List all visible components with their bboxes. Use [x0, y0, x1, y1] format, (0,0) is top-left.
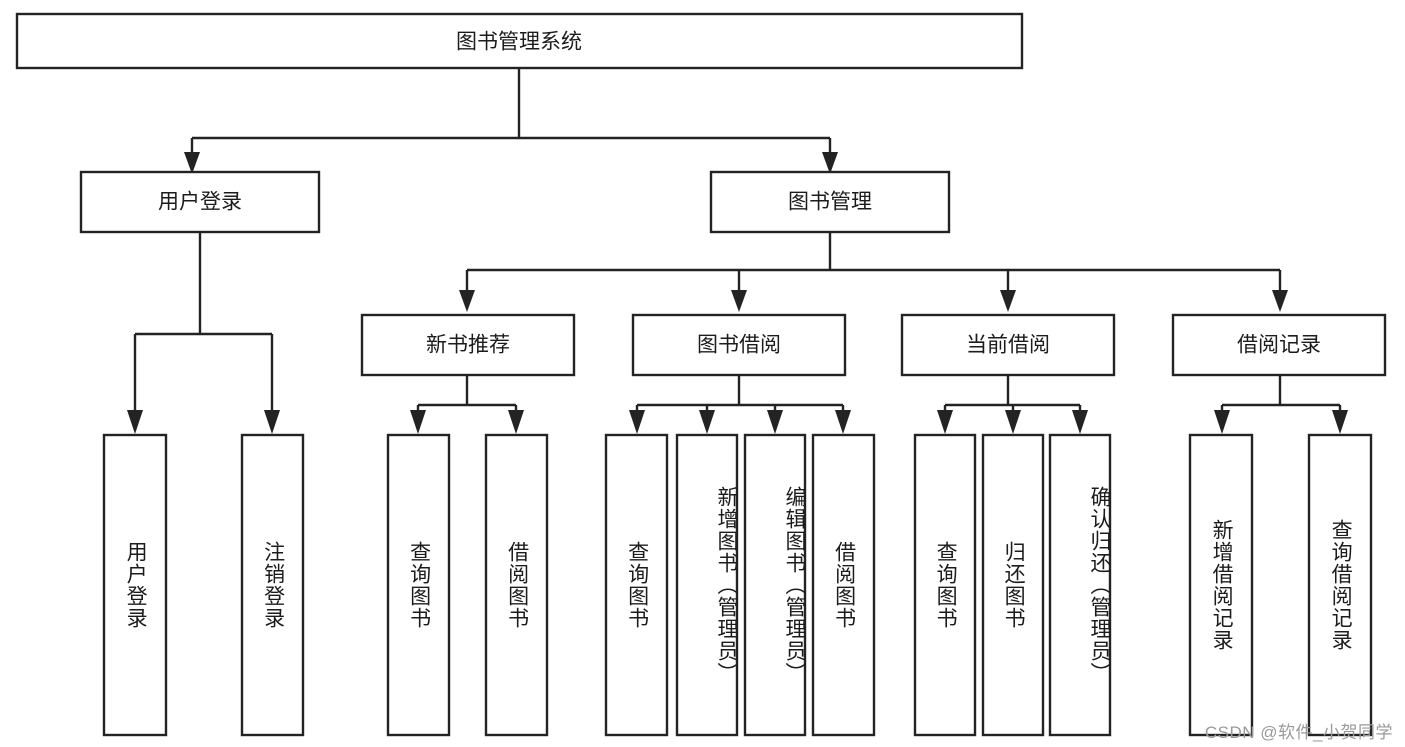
- connector-group-user-login-to-leaves: [127, 232, 280, 434]
- node-leaf-query-book-2[interactable]: [604, 433, 669, 737]
- node-borrow-record[interactable]: 借阅记录: [1171, 313, 1387, 377]
- connector-group-current-borrow-to-leaves: [937, 375, 1088, 434]
- arrow-head-icon: [127, 410, 143, 434]
- connector-group-new-book-rec-to-leaves: [410, 375, 524, 434]
- node-leaf-confirm-return[interactable]: [1048, 433, 1112, 737]
- connector-group-root-to-level2: [184, 68, 838, 174]
- node-leaf-logout[interactable]: [240, 433, 305, 737]
- arrow-head-icon: [410, 410, 426, 434]
- arrow-head-icon: [629, 410, 645, 434]
- arrow-head-icon: [731, 290, 747, 312]
- arrow-head-icon: [264, 410, 280, 434]
- node-leaf-query-book-1[interactable]: [386, 433, 451, 737]
- arrow-head-icon: [767, 410, 783, 434]
- node-new-book-rec-label: 新书推荐: [426, 334, 510, 357]
- node-root[interactable]: 图书管理系统: [15, 12, 1024, 70]
- arrow-head-icon: [1332, 410, 1348, 434]
- node-book-manage-label: 图书管理: [788, 191, 872, 214]
- node-leaf-add-record[interactable]: [1188, 433, 1254, 737]
- arrow-head-icon: [184, 152, 200, 174]
- node-user-login-label: 用户登录: [158, 191, 242, 214]
- node-leaf-user-login[interactable]: [102, 433, 168, 737]
- node-new-book-rec[interactable]: 新书推荐: [360, 313, 576, 377]
- node-root-label: 图书管理系统: [456, 31, 582, 54]
- arrow-head-icon: [822, 152, 838, 174]
- arrow-head-icon: [835, 410, 851, 434]
- leaf-boxes: [102, 433, 1373, 737]
- node-current-borrow-label: 当前借阅: [966, 334, 1050, 357]
- node-book-manage[interactable]: 图书管理: [709, 170, 951, 234]
- node-leaf-edit-book[interactable]: [743, 433, 807, 737]
- arrow-head-icon: [1005, 410, 1021, 434]
- arrow-head-icon: [1272, 290, 1288, 312]
- connector-group-borrow-record-to-leaves: [1214, 375, 1348, 434]
- arrow-head-icon: [1214, 410, 1230, 434]
- node-leaf-borrow-book-1[interactable]: [484, 433, 549, 737]
- node-leaf-return-book[interactable]: [981, 433, 1045, 737]
- connector-group-book-borrow-to-leaves: [629, 375, 851, 434]
- node-book-borrow-label: 图书借阅: [697, 334, 781, 357]
- node-book-borrow[interactable]: 图书借阅: [631, 313, 847, 377]
- arrow-head-icon: [1072, 410, 1088, 434]
- arrow-head-icon: [937, 410, 953, 434]
- arrow-head-icon: [699, 410, 715, 434]
- node-current-borrow[interactable]: 当前借阅: [900, 313, 1116, 377]
- node-borrow-record-label: 借阅记录: [1237, 334, 1321, 357]
- arrow-head-icon: [1000, 290, 1016, 312]
- arrow-head-icon: [508, 410, 524, 434]
- connector-group-book-manage-to-level3: [459, 232, 1288, 312]
- node-leaf-add-book[interactable]: [675, 433, 739, 737]
- node-leaf-borrow-book-2[interactable]: [811, 433, 876, 737]
- arrow-head-icon: [459, 290, 475, 312]
- node-leaf-query-record[interactable]: [1307, 433, 1373, 737]
- csdn-watermark: CSDN @软件_小贺同学: [1204, 723, 1393, 742]
- node-leaf-query-book-3[interactable]: [913, 433, 977, 737]
- node-user-login[interactable]: 用户登录: [79, 170, 321, 234]
